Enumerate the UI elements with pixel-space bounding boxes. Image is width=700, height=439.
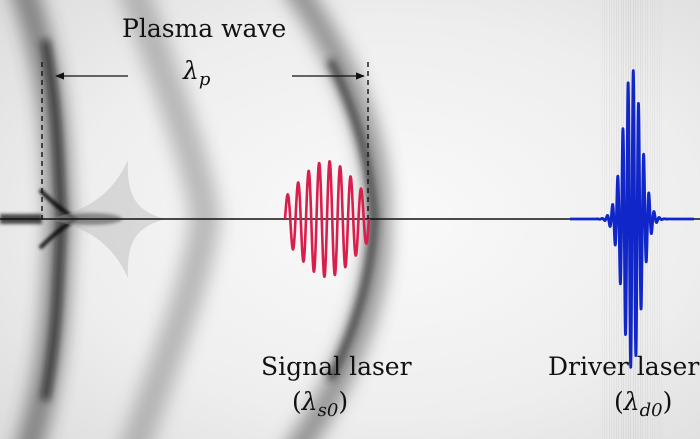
plasma-wavelength-label: λp — [183, 56, 211, 90]
driver-laser-pulse — [568, 69, 696, 369]
signal-laser-title: Signal laser — [261, 352, 412, 381]
plasma-wave-title: Plasma wave — [122, 14, 287, 43]
signal-laser-pulse — [283, 160, 371, 278]
driver-laser-title: Driver laser — [548, 352, 700, 381]
signal-laser-wavelength: (λs0) — [292, 387, 349, 421]
driver-laser-wavelength: (λd0) — [614, 387, 673, 421]
